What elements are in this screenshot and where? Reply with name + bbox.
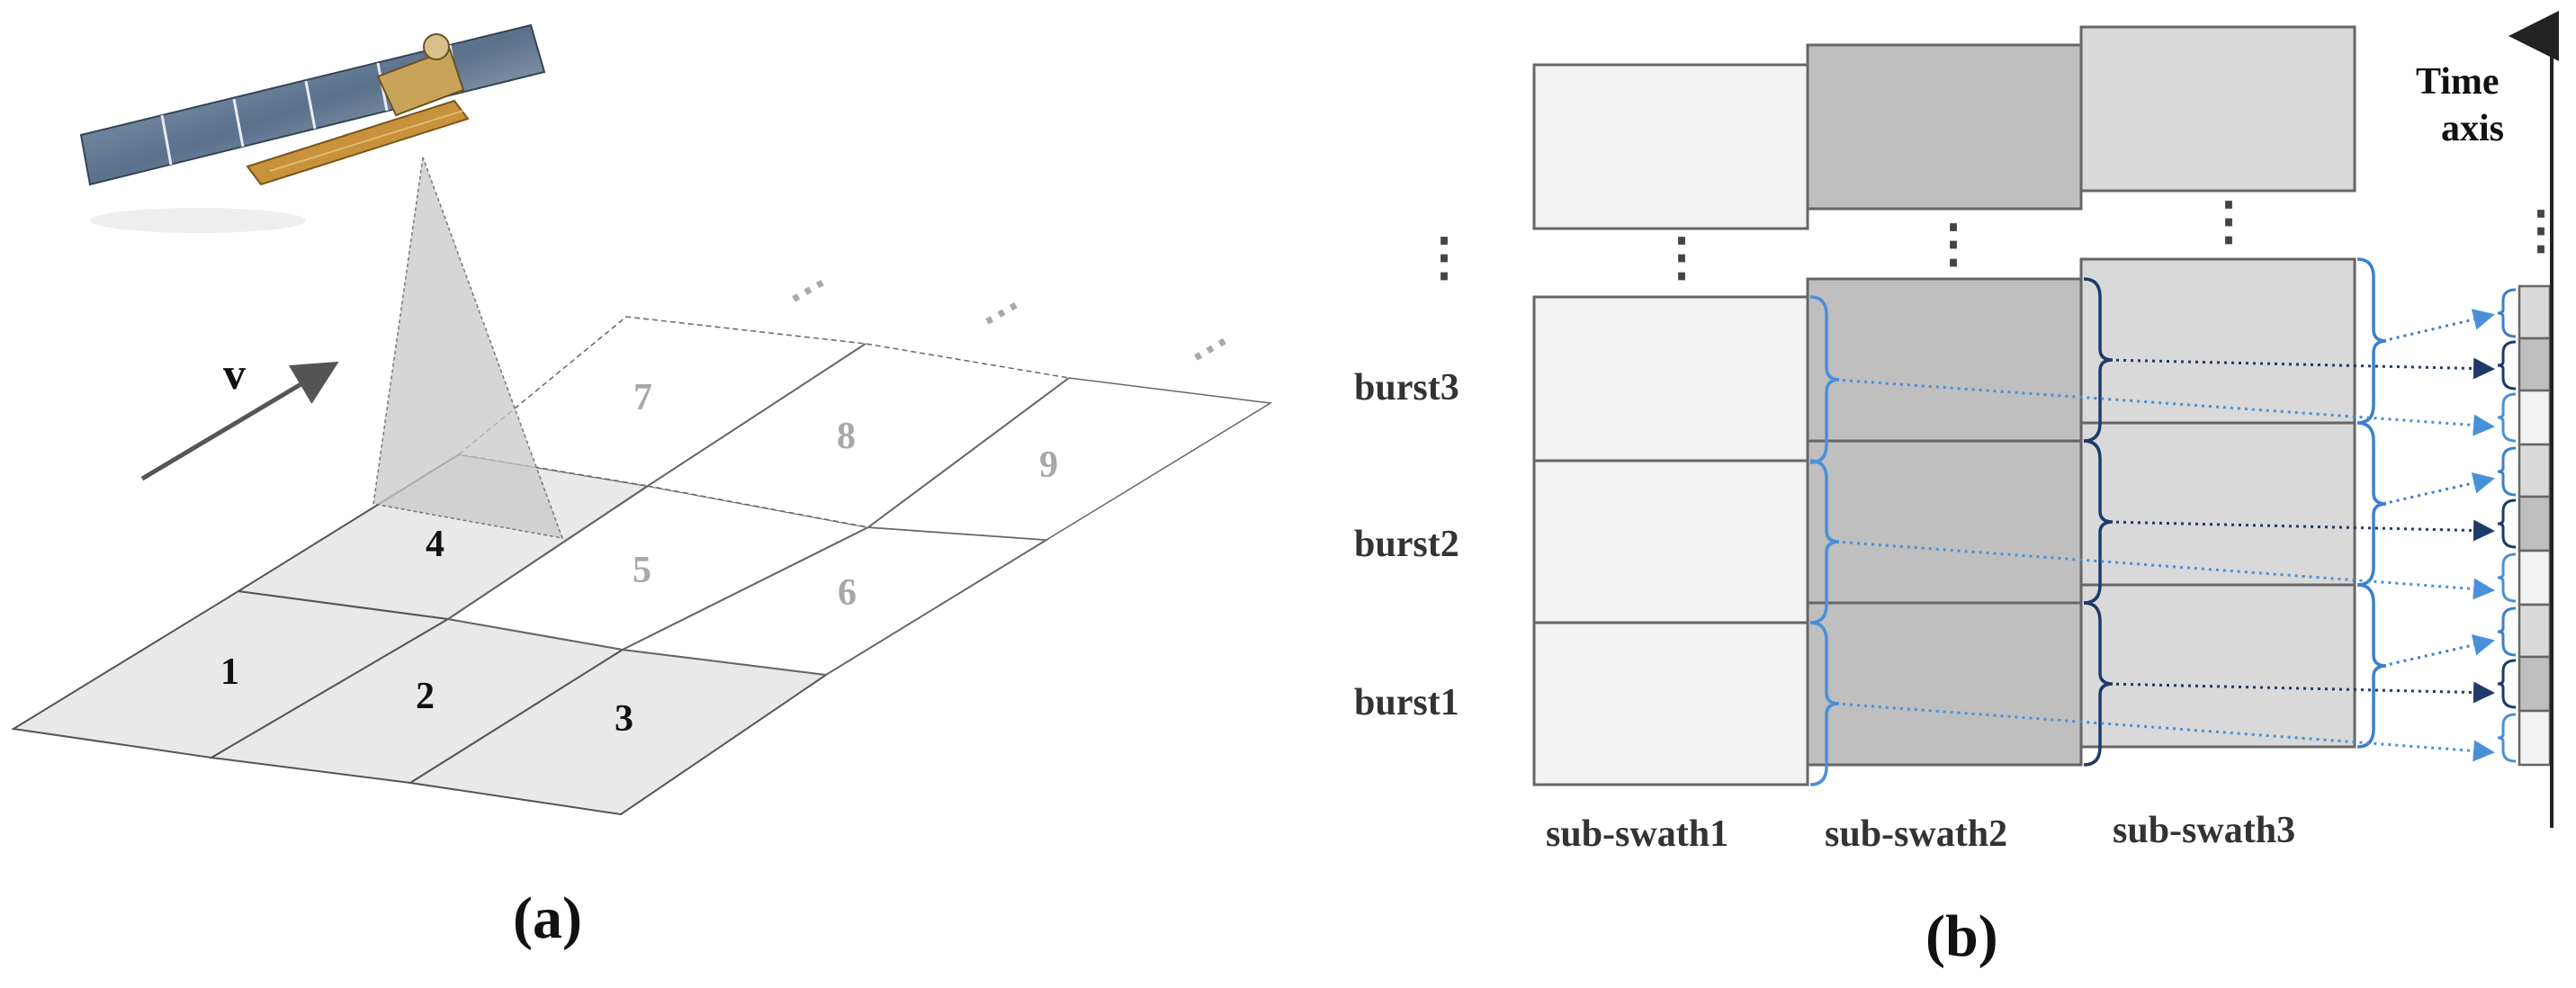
- panel-a: v 1 2 3 4 5 6 7 8 9: [11, 23, 1273, 951]
- burst1-subswath1: [1532, 621, 1809, 786]
- time-axis-label-1: Time: [2416, 61, 2500, 103]
- burst-label-1: burst1: [1354, 682, 1459, 723]
- cell-label-7: 7: [633, 377, 652, 418]
- burst-label-3: burst3: [1354, 367, 1459, 409]
- brackets: [1809, 257, 2387, 786]
- panel-b: ⋮ ⋮ ⋮ ⋮ ⋮: [1354, 11, 2567, 969]
- caption-a: (a): [513, 885, 582, 951]
- vdots-subswath2: ⋮: [1927, 214, 1979, 273]
- subswath-label-2: sub-swath2: [1825, 813, 2007, 855]
- burst3-subswath3: [2079, 257, 2356, 425]
- satellite-icon: [79, 23, 546, 233]
- ellipsis-a-2: ⋯: [972, 283, 1030, 343]
- ellipsis-a-1: ⋯: [778, 260, 837, 320]
- burst-label-2: burst2: [1354, 524, 1459, 565]
- burst3-subswath2: [1806, 277, 2083, 443]
- cell-7: [457, 316, 868, 487]
- time-axis-stack: [2518, 284, 2552, 767]
- velocity-arrow: [140, 361, 339, 481]
- burst1-subswath3: [2079, 583, 2356, 749]
- cell-label-5: 5: [633, 550, 651, 591]
- vdots-timeaxis: ⋮: [2515, 201, 2567, 259]
- vdots-subswath1: ⋮: [1656, 228, 1708, 286]
- header-box-subswath3: [2079, 25, 2356, 193]
- cell-label-3: 3: [615, 698, 633, 740]
- subswath-label-3: sub-swath3: [2113, 810, 2295, 851]
- grid-white-cells: [445, 316, 1273, 677]
- subswath-label-1: sub-swath1: [1546, 813, 1728, 855]
- header-box-subswath1: [1532, 63, 1809, 230]
- ellipsis-a-3: ⋯: [1180, 319, 1239, 379]
- cell-label-2: 2: [416, 676, 435, 717]
- burst2-subswath1: [1532, 459, 1809, 624]
- vdots-bursts: ⋮: [1418, 228, 1470, 286]
- burst3-subswath1: [1532, 295, 1809, 463]
- cell-label-6: 6: [838, 572, 857, 614]
- caption-b: (b): [1925, 903, 1998, 969]
- cell-label-8: 8: [837, 416, 856, 457]
- vdots-subswath3: ⋮: [2203, 192, 2255, 250]
- radar-beam: [372, 157, 564, 539]
- velocity-label: v: [223, 348, 246, 399]
- time-axis-label-2: axis: [2441, 108, 2504, 149]
- burst2-subswath2: [1806, 439, 2083, 605]
- mapping-arrows: [1835, 309, 2495, 762]
- cell-label-4: 4: [426, 524, 444, 565]
- cell-label-1: 1: [220, 651, 239, 693]
- burst2-subswath3: [2079, 421, 2356, 587]
- header-box-subswath2: [1806, 43, 2083, 211]
- time-axis-brackets: [2497, 288, 2517, 763]
- burst1-subswath2: [1806, 601, 2083, 767]
- cell-label-9: 9: [1039, 445, 1058, 486]
